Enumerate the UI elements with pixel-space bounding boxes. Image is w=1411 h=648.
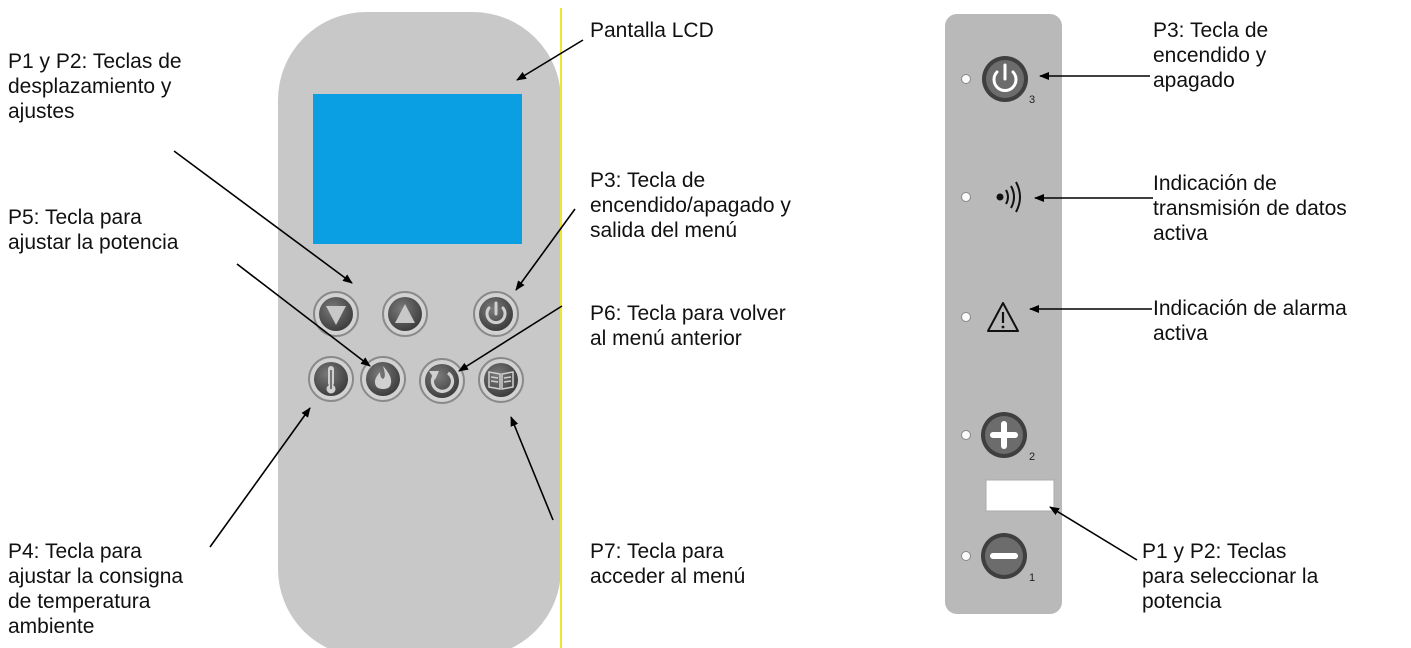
power-icon: [992, 63, 1018, 92]
label-power-key: P5: Tecla para ajustar la potencia: [8, 206, 179, 254]
panel-alarm-indicator: [961, 302, 1019, 332]
book-icon: [488, 371, 514, 390]
label-panel-power-select: P1 y P2: Teclas para seleccionar la pote…: [1142, 540, 1319, 613]
power-icon: [485, 301, 507, 325]
panel-leader-lines: [1029, 72, 1153, 561]
plus-key-number: 2: [1029, 451, 1035, 463]
warning-triangle-icon: [987, 302, 1019, 332]
label-panel-alarm: Indicación de alarma activa: [1153, 297, 1347, 345]
label-temperature-key: P4: Tecla para ajustar la consigna de te…: [8, 540, 184, 638]
plus-icon: [990, 421, 1018, 449]
temperature-key[interactable]: [308, 356, 354, 402]
minus-key-number: 1: [1029, 572, 1035, 584]
onoff-key[interactable]: [473, 291, 519, 337]
label-panel-data-transmission: Indicación de transmisión de datos activ…: [1153, 172, 1347, 245]
label-lcd-screen: Pantalla LCD: [590, 19, 714, 42]
label-panel-onoff: P3: Tecla de encendido y apagado: [1153, 19, 1269, 92]
label-scroll-keys: P1 y P2: Teclas de desplazamiento y ajus…: [8, 50, 182, 123]
panel-onoff-key[interactable]: [961, 56, 1029, 102]
up-key[interactable]: [382, 291, 428, 337]
signal-waves-icon: [996, 181, 1021, 213]
power-level-display: [985, 479, 1055, 512]
lcd-screen: [313, 94, 522, 244]
return-arrow-icon: [429, 371, 455, 393]
panel-plus-key[interactable]: [961, 412, 1028, 458]
label-back-key: P6: Tecla para volver al menú anterior: [590, 302, 786, 350]
remote-leader-lines: [173, 39, 584, 548]
label-menu-key: P7: Tecla para acceder al menú: [590, 540, 746, 588]
label-onoff-key: P3: Tecla de encendido/apagado y salida …: [590, 169, 791, 242]
triangle-down-icon: [326, 306, 346, 325]
back-key[interactable]: [419, 358, 465, 404]
panel-data-indicator: [961, 181, 1021, 213]
triangle-up-icon: [395, 304, 415, 323]
down-key[interactable]: [313, 291, 359, 337]
onoff-key-number: 3: [1029, 94, 1035, 106]
panel-minus-key[interactable]: [961, 533, 1028, 579]
flame-key[interactable]: [360, 356, 406, 402]
menu-key[interactable]: [478, 357, 524, 403]
flame-icon: [374, 366, 392, 389]
thermometer-icon: [326, 366, 336, 394]
